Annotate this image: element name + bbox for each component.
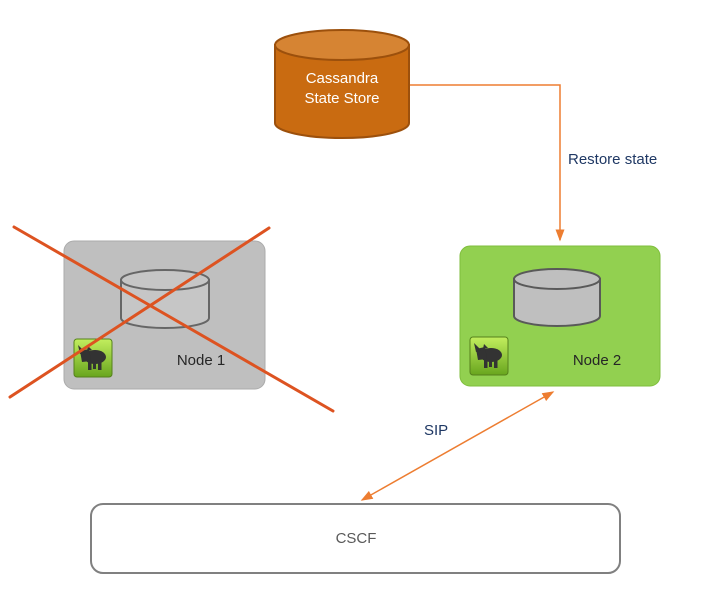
cscf-box: CSCF <box>90 503 621 574</box>
node1-cylinder-top <box>120 269 210 291</box>
database-cylinder-top <box>274 29 410 61</box>
cross-line-1 <box>12 225 335 413</box>
sip-connector <box>360 391 555 501</box>
cassandra-label-line2: State Store <box>304 90 379 107</box>
cscf-label: CSCF <box>336 530 377 547</box>
database-cylinder-body <box>274 44 410 139</box>
restore-state-label: Restore state <box>568 151 657 168</box>
cassandra-label-line1: Cassandra <box>306 70 379 87</box>
cassandra-state-store: Cassandra State Store <box>274 29 410 139</box>
sip-arrow: SIP <box>360 391 555 501</box>
node2-cylinder-top <box>513 268 601 290</box>
rhino-icon <box>469 336 509 376</box>
database-cylinder-icon <box>120 269 210 329</box>
sip-label: SIP <box>424 422 448 439</box>
node2-cylinder-body <box>513 278 601 327</box>
node2-label: Node 2 <box>573 352 621 369</box>
cross-line-2 <box>8 226 271 399</box>
node1-label: Node 1 <box>177 352 225 369</box>
node2-box: Node 2 <box>459 245 661 387</box>
failure-cross-icon <box>8 225 335 413</box>
restore-state-connector <box>410 84 565 242</box>
database-cylinder-icon <box>513 268 601 327</box>
cscf-rect <box>90 503 621 574</box>
rhino-icon <box>73 338 113 378</box>
restore-state-arrow: Restore state <box>410 84 657 242</box>
